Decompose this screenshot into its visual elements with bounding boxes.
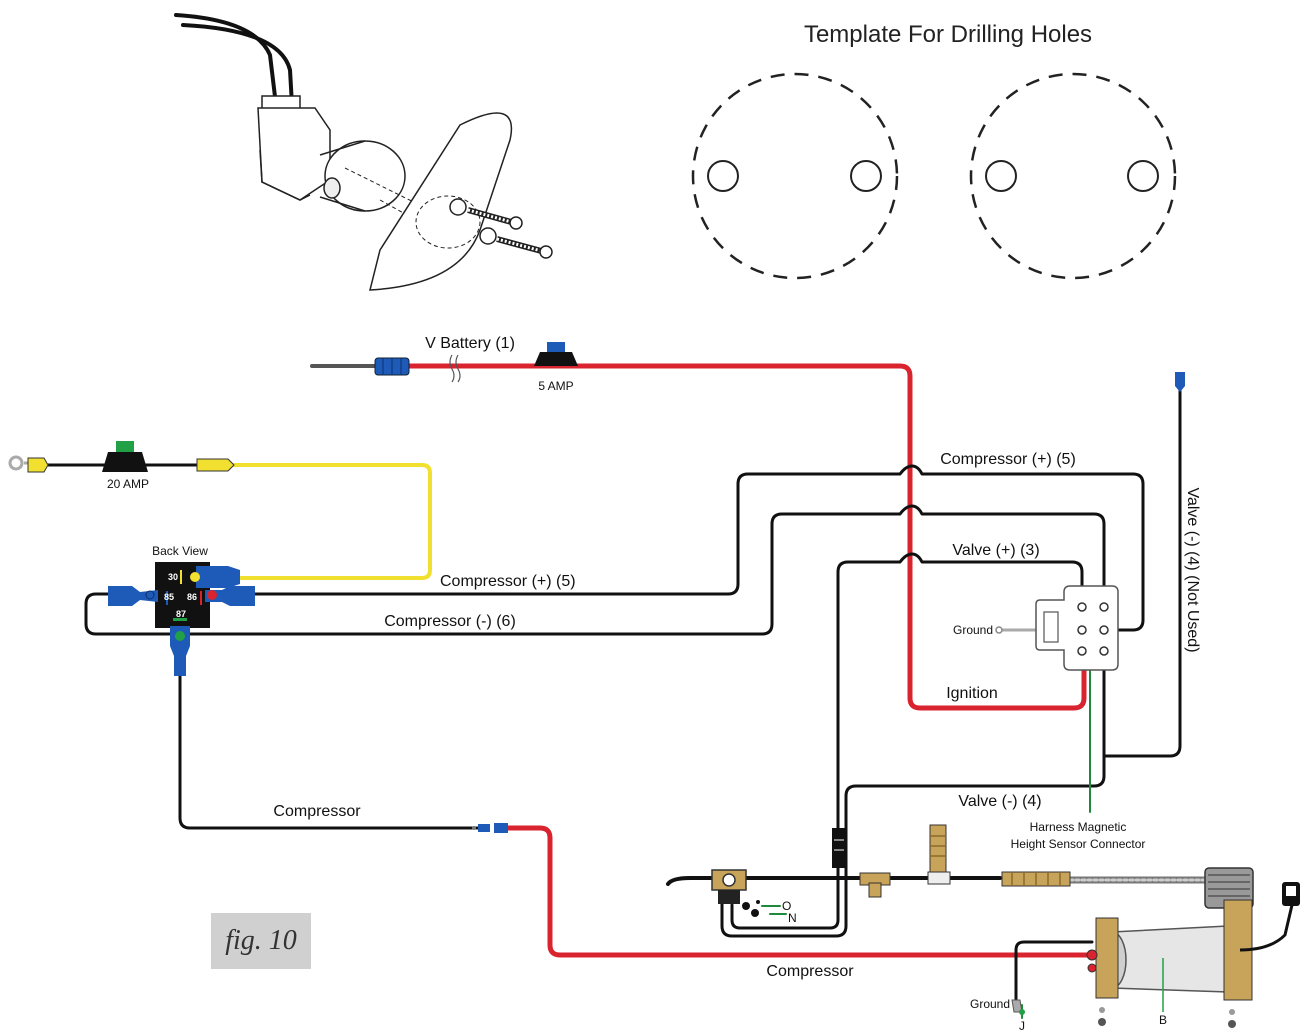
compressor-negative-label: Compressor (-) (6)	[384, 613, 516, 630]
valve-negative-not-used-label: Valve (-) (4) (Not Used)	[1184, 487, 1201, 652]
air-line	[666, 876, 1002, 886]
height-sensor-connector	[1035, 585, 1119, 671]
fuse-5-amp-label: 5 AMP	[538, 379, 573, 393]
callout-j: J	[1019, 1019, 1025, 1033]
valve-negative-label: Valve (-) (4)	[958, 793, 1041, 810]
figure-label-box: fig. 10	[211, 913, 311, 969]
valve-positive-wire	[836, 552, 1084, 834]
compressor-positive-left-label: Compressor (+) (5)	[440, 573, 576, 590]
relay-pin-87: 87	[176, 609, 186, 619]
compressor-power-wire	[502, 825, 1095, 958]
relay-pin-86: 86	[187, 592, 197, 602]
battery-blue-connector	[374, 357, 410, 376]
valve-negative-wire	[720, 648, 1106, 938]
fuse-holder-5-amp	[534, 342, 578, 366]
harness-label-line2: Height Sensor Connector	[1011, 837, 1146, 851]
fuse-holder-20-amp	[102, 441, 148, 472]
hose-fitting	[1001, 871, 1071, 887]
relay-back-view: 30 85 86 87	[108, 562, 255, 676]
valve-not-used-terminal	[1175, 372, 1185, 392]
compressor-negative-wire	[84, 504, 1106, 636]
relay-connector-87	[170, 626, 190, 676]
wire-break-symbol	[449, 354, 461, 383]
compressor-upper-label: Compressor	[273, 803, 361, 820]
template-title: Template For Drilling Holes	[804, 21, 1092, 48]
ignition-power-wire	[407, 363, 1087, 711]
fuse-20-amp-label: 20 AMP	[107, 477, 149, 491]
compressor-ground-wire	[1014, 940, 1094, 1007]
relay-connector-30	[196, 566, 240, 588]
callout-n: N	[788, 911, 797, 925]
yellow-butt-connector	[196, 458, 235, 472]
callout-o: O	[782, 899, 791, 913]
ground-bottom-label: Ground	[970, 997, 1010, 1011]
back-view-label: Back View	[152, 544, 208, 558]
relay-connector-86	[205, 586, 255, 606]
callout-b: B	[1159, 1013, 1167, 1027]
relay-pin-30: 30	[168, 572, 178, 582]
relay-pin-85: 85	[164, 592, 174, 602]
ground-terminal-screw	[1019, 1009, 1025, 1015]
valve-positive-label: Valve (+) (3)	[952, 542, 1039, 559]
height-sensor-bracket-illustration	[174, 13, 553, 291]
v-battery-label: V Battery (1)	[425, 335, 515, 352]
solenoid-valve	[711, 869, 760, 917]
ground-ring-terminal	[995, 626, 1003, 634]
compressor-lower-label: Compressor	[766, 963, 854, 980]
drill-template-left	[691, 72, 899, 280]
drill-template-right	[969, 72, 1177, 280]
schrader-valve	[927, 824, 951, 885]
relay-30-yellow-wire	[228, 463, 432, 580]
air-compressor	[1086, 867, 1300, 1028]
relay-connector-85	[108, 586, 158, 606]
valve-inline-connector	[832, 828, 846, 868]
relay-87-compressor-wire	[178, 674, 482, 830]
figure-label: fig. 10	[225, 925, 297, 956]
valve-n-wire	[730, 830, 840, 930]
valve-negative-not-used-wire	[1102, 386, 1182, 758]
ignition-label: Ignition	[946, 685, 998, 702]
compressor-positive-wire	[253, 464, 1145, 632]
compressor-positive-top-label: Compressor (+) (5)	[940, 451, 1076, 468]
connector-ground-label: Ground	[953, 623, 993, 637]
harness-label-line1: Harness Magnetic	[1030, 820, 1127, 834]
ring-terminal	[8, 455, 49, 473]
compressor-inline-connector	[472, 823, 508, 833]
tee-fitting	[859, 872, 891, 898]
